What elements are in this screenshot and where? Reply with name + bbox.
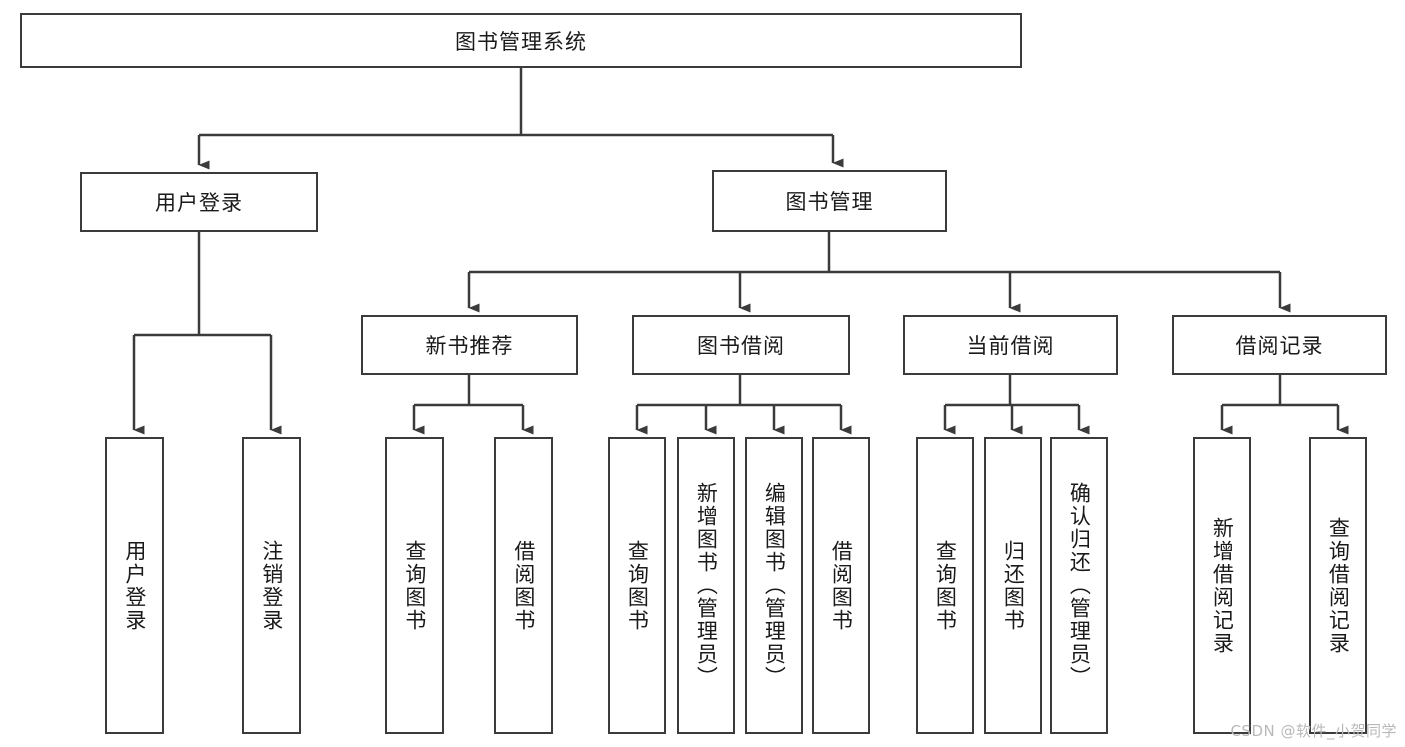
leaf-user-login-signin[interactable]: 用户登录 <box>105 437 164 734</box>
leaf-new-book-query-label: 查询图书 <box>402 539 427 632</box>
node-borrow-record[interactable]: 借阅记录 <box>1172 315 1387 375</box>
leaf-user-login-signin-label: 用户登录 <box>122 539 147 632</box>
leaf-current-query-book-label: 查询图书 <box>933 539 958 632</box>
leaf-borrow-edit-book[interactable]: 编辑图书（管理员） <box>745 437 803 734</box>
leaf-borrow-query-book[interactable]: 查询图书 <box>608 437 666 734</box>
leaf-borrow-query-book-label: 查询图书 <box>625 539 650 632</box>
node-book-borrow-label: 图书借阅 <box>697 334 785 358</box>
leaf-record-query[interactable]: 查询借阅记录 <box>1309 437 1367 734</box>
node-user-login-label: 用户登录 <box>155 191 243 215</box>
leaf-user-login-signout[interactable]: 注销登录 <box>242 437 301 734</box>
node-current-borrow-label: 当前借阅 <box>966 334 1055 358</box>
leaf-current-query-book[interactable]: 查询图书 <box>916 437 974 734</box>
node-new-book-recommend-label: 新书推荐 <box>425 334 514 358</box>
leaf-current-confirm-return-label: 确认归还（管理员） <box>1067 482 1092 689</box>
node-book-management[interactable]: 图书管理 <box>712 170 947 232</box>
node-root[interactable]: 图书管理系统 <box>20 13 1022 68</box>
leaf-user-login-signout-label: 注销登录 <box>259 539 284 632</box>
node-new-book-recommend[interactable]: 新书推荐 <box>361 315 578 375</box>
leaf-record-add-label: 新增借阅记录 <box>1210 516 1235 655</box>
leaf-new-book-borrow[interactable]: 借阅图书 <box>494 437 553 734</box>
leaf-borrow-borrow-book-label: 借阅图书 <box>829 539 854 632</box>
node-user-login[interactable]: 用户登录 <box>80 172 318 232</box>
leaf-current-confirm-return[interactable]: 确认归还（管理员） <box>1050 437 1108 734</box>
leaf-borrow-borrow-book[interactable]: 借阅图书 <box>812 437 870 734</box>
node-current-borrow[interactable]: 当前借阅 <box>903 315 1118 375</box>
leaf-current-return-book-label: 归还图书 <box>1001 539 1026 632</box>
watermark: CSDN @软件_小贺同学 <box>1230 722 1397 740</box>
node-borrow-record-label: 借阅记录 <box>1235 334 1324 358</box>
node-book-borrow[interactable]: 图书借阅 <box>632 315 850 375</box>
leaf-borrow-edit-book-label: 编辑图书（管理员） <box>762 482 787 689</box>
leaf-record-add[interactable]: 新增借阅记录 <box>1193 437 1251 734</box>
leaf-record-query-label: 查询借阅记录 <box>1326 516 1351 655</box>
leaf-borrow-add-book[interactable]: 新增图书（管理员） <box>677 437 735 734</box>
leaf-borrow-add-book-label: 新增图书（管理员） <box>694 482 719 689</box>
leaf-current-return-book[interactable]: 归还图书 <box>984 437 1042 734</box>
leaf-new-book-query[interactable]: 查询图书 <box>385 437 444 734</box>
leaf-new-book-borrow-label: 借阅图书 <box>511 539 536 632</box>
node-root-label: 图书管理系统 <box>455 29 587 54</box>
node-book-management-label: 图书管理 <box>785 190 874 214</box>
